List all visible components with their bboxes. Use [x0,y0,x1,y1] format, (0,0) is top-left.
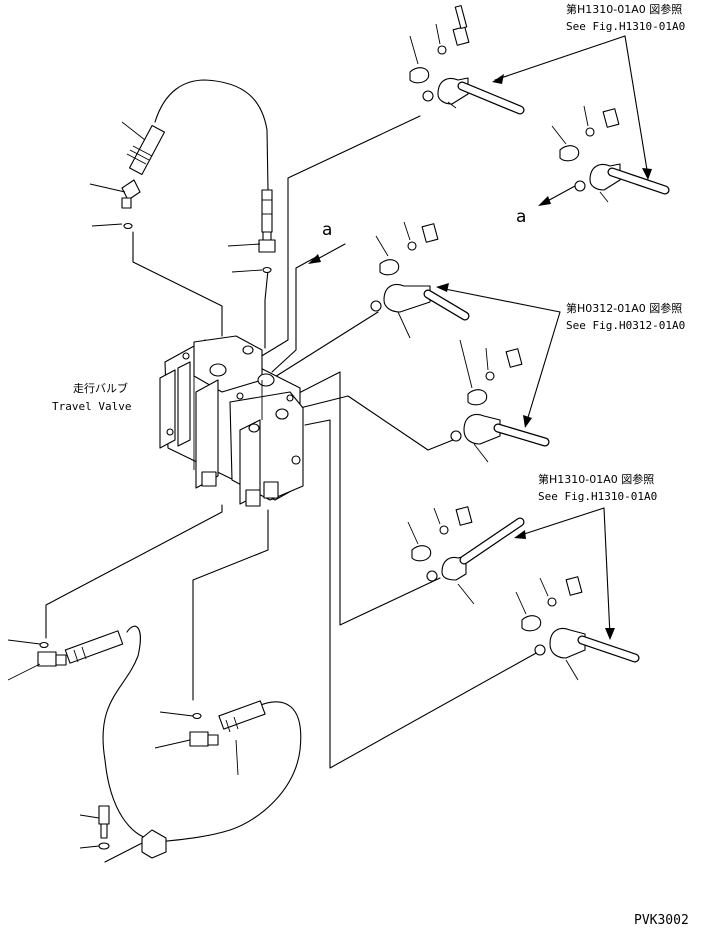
marker-a-right: a [516,207,526,227]
right-hose-group-4 [450,348,550,447]
right-hose-group-5 [411,506,525,582]
upper-left-fittings [121,124,276,274]
ref-top-en: See Fig.H1310-01A0 [566,20,685,33]
marker-a-left: a [322,220,332,240]
lower-left-fittings [37,630,266,859]
hose-loops [102,79,302,843]
ref-low-jp: 第H1310-01A0 図参照 [538,472,654,486]
ref-low-en: See Fig.H1310-01A0 [538,490,657,503]
travel-valve-body [159,335,304,507]
reference-arrows [308,35,652,640]
valve-label-jp: 走行バルブ [73,381,128,395]
ref-mid-en: See Fig.H0312-01A0 [566,319,685,332]
drawing-code: PVK3002 [634,913,689,928]
right-hose-group-6 [521,576,640,663]
leader-lines [7,23,609,849]
valve-label-en: Travel Valve [52,400,131,413]
ref-top-jp: 第H1310-01A0 図参照 [566,2,682,16]
routing-lines [45,115,539,863]
right-hose-group-3 [370,223,470,321]
right-hose-group-2 [559,108,670,195]
right-hose-group-1 [409,5,525,115]
ref-mid-jp: 第H0312-01A0 図参照 [566,301,682,315]
